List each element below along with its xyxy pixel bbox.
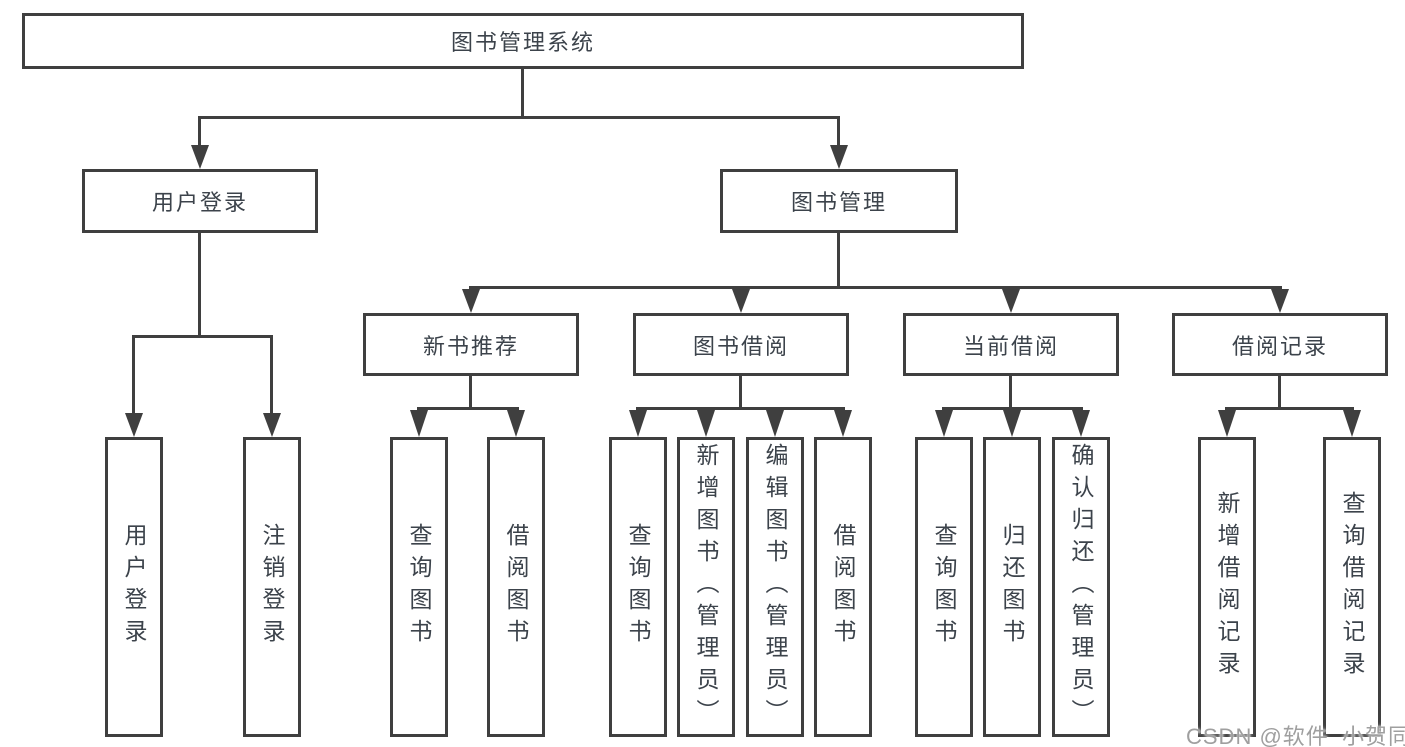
- node-user-login: 用户登录: [82, 169, 318, 233]
- connector-line: [1009, 376, 1012, 410]
- leaf-label: 查询图书: [931, 523, 957, 651]
- leaf-label: 注销登录: [259, 523, 285, 651]
- arrowhead-icon: [766, 410, 784, 437]
- connector-line: [837, 116, 840, 149]
- leaf-node-confirm-return-admin: 确认归还（管理员）: [1052, 437, 1110, 737]
- leaf-label: 借阅图书: [830, 523, 856, 651]
- connector-line: [132, 335, 273, 338]
- leaf-node-query-books: 查询图书: [390, 437, 448, 737]
- connector-line: [132, 335, 135, 417]
- leaf-label: 查询图书: [625, 523, 651, 651]
- connector-line: [198, 233, 201, 338]
- leaf-node-borrow-books: 借阅图书: [814, 437, 872, 737]
- leaf-label: 确认归还（管理员）: [1068, 443, 1094, 731]
- node-borrowing-records: 借阅记录: [1172, 313, 1388, 376]
- node-book-borrowing: 图书借阅: [633, 313, 849, 376]
- arrowhead-icon: [732, 289, 750, 313]
- arrowhead-icon: [125, 413, 143, 437]
- leaf-node-add-borrow-record: 新增借阅记录: [1198, 437, 1256, 737]
- leaf-node-query-borrow-records: 查询借阅记录: [1323, 437, 1381, 737]
- leaf-label: 归还图书: [999, 523, 1025, 651]
- node-book-management: 图书管理: [720, 169, 958, 233]
- arrowhead-icon: [1003, 410, 1021, 437]
- csdn-watermark: CSDN @软件_小贺同学: [1186, 724, 1405, 747]
- arrowhead-icon: [697, 410, 715, 437]
- connector-line: [270, 335, 273, 417]
- arrowhead-icon: [1002, 289, 1020, 313]
- node-label: 当前借阅: [962, 333, 1059, 359]
- leaf-label: 借阅图书: [503, 523, 529, 651]
- node-new-book-recommendation: 新书推荐: [363, 313, 579, 376]
- leaf-label: 查询借阅记录: [1339, 491, 1365, 683]
- arrowhead-icon: [1072, 410, 1090, 437]
- arrowhead-icon: [830, 145, 848, 169]
- leaf-node-borrow-books: 借阅图书: [487, 437, 545, 737]
- connector-line: [521, 69, 524, 117]
- leaf-label: 用户登录: [121, 523, 147, 651]
- arrowhead-icon: [834, 410, 852, 437]
- arrowhead-icon: [629, 410, 647, 437]
- leaf-node-query-books: 查询图书: [915, 437, 973, 737]
- leaf-node-query-books: 查询图书: [609, 437, 667, 737]
- connector-line: [1225, 407, 1354, 410]
- leaf-node-logout: 注销登录: [243, 437, 301, 737]
- node-label: 借阅记录: [1231, 333, 1328, 359]
- connector-line: [837, 233, 840, 289]
- leaf-label: 新增图书（管理员）: [693, 443, 719, 731]
- leaf-node-return-books: 归还图书: [983, 437, 1041, 737]
- leaf-label: 查询图书: [406, 523, 432, 651]
- node-label: 用户登录: [151, 190, 248, 215]
- connector-line: [1278, 376, 1281, 410]
- arrowhead-icon: [1343, 410, 1361, 437]
- arrowhead-icon: [935, 410, 953, 437]
- leaf-label: 新增借阅记录: [1214, 491, 1240, 683]
- arrowhead-icon: [462, 289, 480, 313]
- leaf-label: 编辑图书（管理员）: [762, 443, 788, 731]
- connector-line: [198, 116, 840, 119]
- leaf-node-add-books-admin: 新增图书（管理员）: [677, 437, 735, 737]
- connector-line: [469, 376, 472, 410]
- arrowhead-icon: [263, 413, 281, 437]
- arrowhead-icon: [410, 410, 428, 437]
- leaf-node-user-login: 用户登录: [105, 437, 163, 737]
- connector-line: [469, 286, 1282, 289]
- connector-line: [198, 116, 201, 149]
- root-node-library-management-system: 图书管理系统: [22, 13, 1024, 69]
- connector-line: [636, 407, 845, 410]
- arrowhead-icon: [1271, 289, 1289, 313]
- node-label: 新书推荐: [422, 333, 519, 359]
- node-label: 图书管理: [790, 190, 887, 215]
- arrowhead-icon: [1218, 410, 1236, 437]
- connector-line: [739, 376, 742, 410]
- connector-line: [417, 407, 519, 410]
- node-label: 图书借阅: [692, 333, 789, 359]
- arrowhead-icon: [191, 145, 209, 169]
- node-current-borrowing: 当前借阅: [903, 313, 1119, 376]
- arrowhead-icon: [507, 410, 525, 437]
- root-node-label: 图书管理系统: [450, 30, 595, 55]
- leaf-node-edit-books-admin: 编辑图书（管理员）: [746, 437, 804, 737]
- connector-line: [942, 407, 1083, 410]
